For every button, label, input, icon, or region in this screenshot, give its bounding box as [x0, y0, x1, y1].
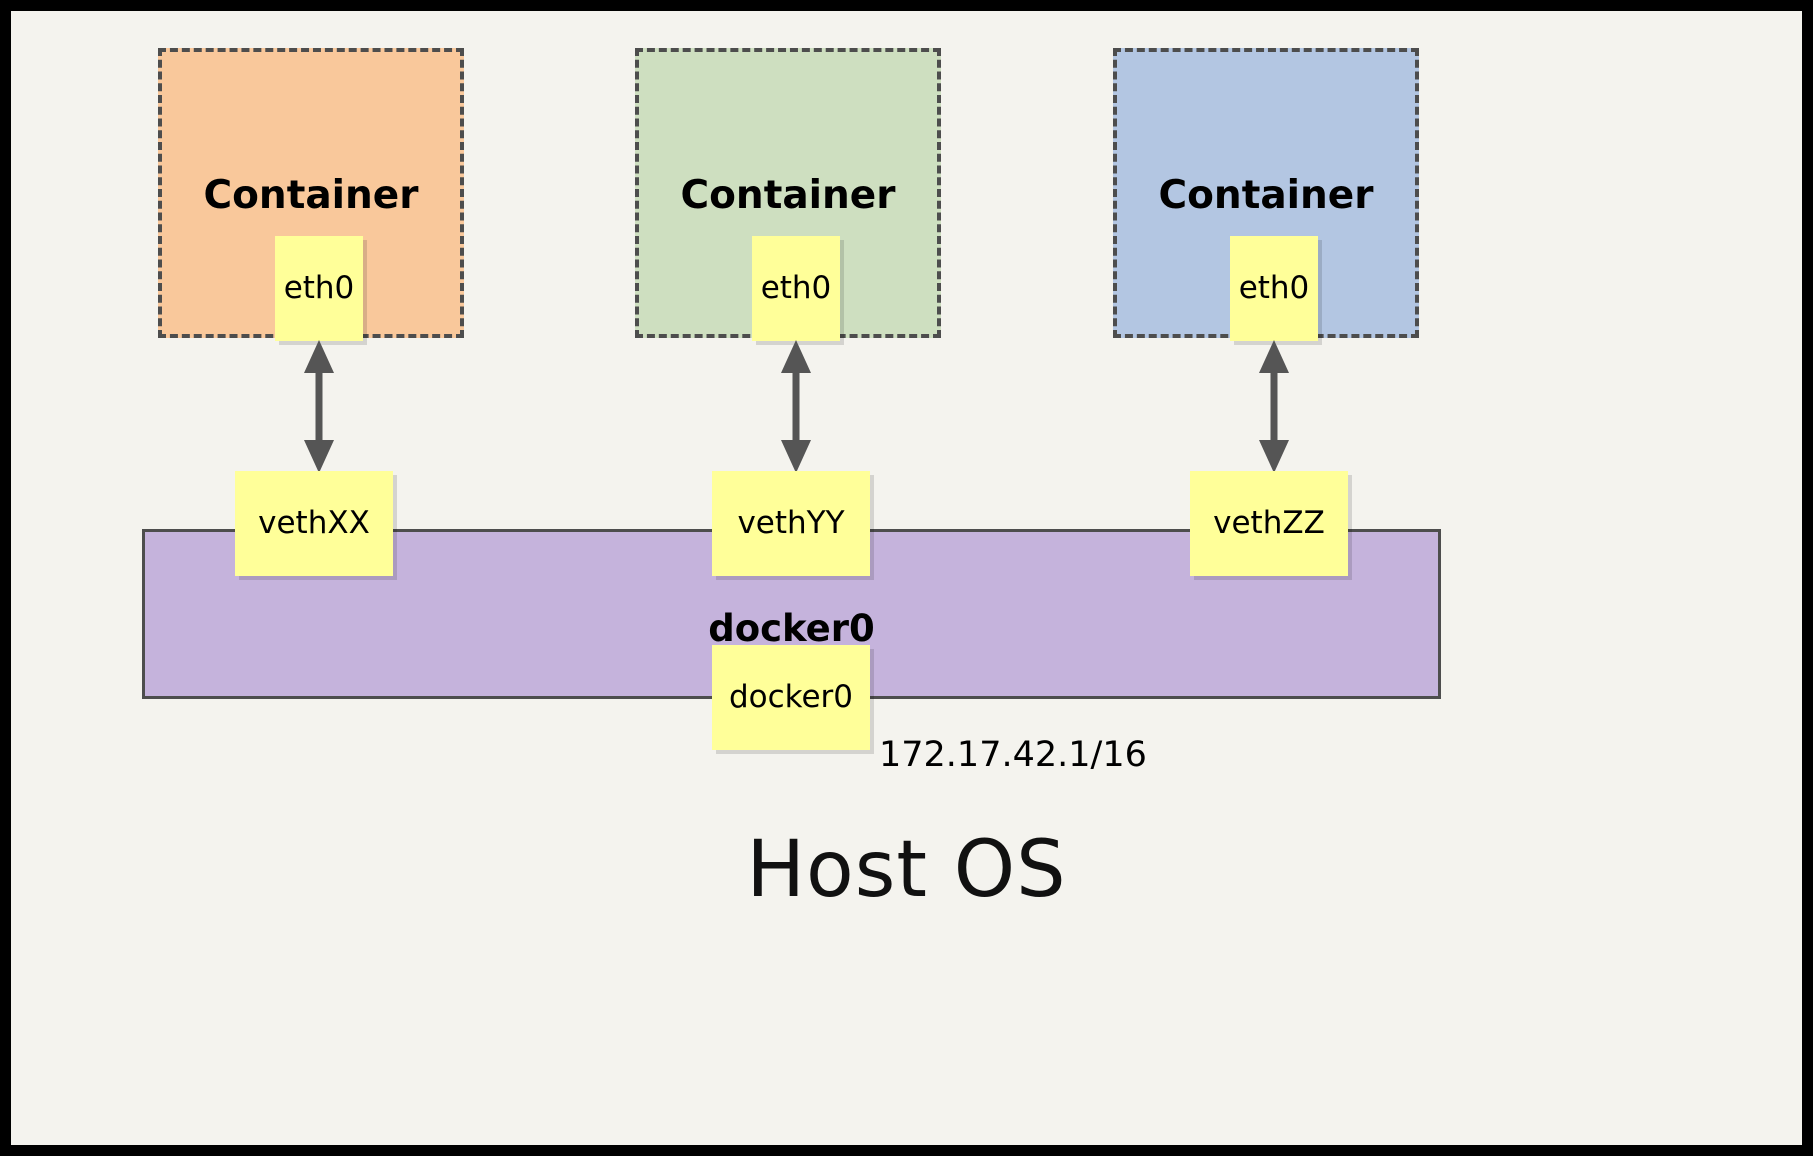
container-title-2: Container — [680, 173, 896, 218]
connector-arrow-1 — [304, 340, 334, 473]
diagram-page: Container eth0 Container eth0 Container … — [11, 11, 1802, 1145]
connector-arrow-3 — [1259, 340, 1289, 473]
docker0-ip-label: 172.17.42.1/16 — [879, 735, 1147, 775]
docker0-bridge-label: docker0 — [708, 607, 875, 650]
docker0-interface-box: docker0 — [712, 645, 870, 750]
connector-arrow-2 — [781, 340, 811, 473]
eth0-box-2-label: eth0 — [760, 270, 832, 306]
eth0-box-1: eth0 — [275, 236, 363, 341]
veth-box-2-label: vethYY — [737, 505, 845, 541]
eth0-box-3: eth0 — [1230, 236, 1318, 341]
eth0-box-3-label: eth0 — [1238, 270, 1310, 306]
eth0-box-2: eth0 — [752, 236, 840, 341]
veth-box-2: vethYY — [712, 471, 870, 576]
container-title-1: Container — [203, 173, 419, 218]
eth0-box-1-label: eth0 — [283, 270, 355, 306]
veth-box-3-label: vethZZ — [1213, 505, 1325, 541]
host-os-label: Host OS — [746, 825, 1067, 915]
veth-box-1-label: vethXX — [258, 505, 370, 541]
veth-box-1: vethXX — [235, 471, 393, 576]
veth-box-3: vethZZ — [1190, 471, 1348, 576]
docker0-interface-box-label: docker0 — [728, 679, 854, 715]
container-title-3: Container — [1158, 173, 1374, 218]
